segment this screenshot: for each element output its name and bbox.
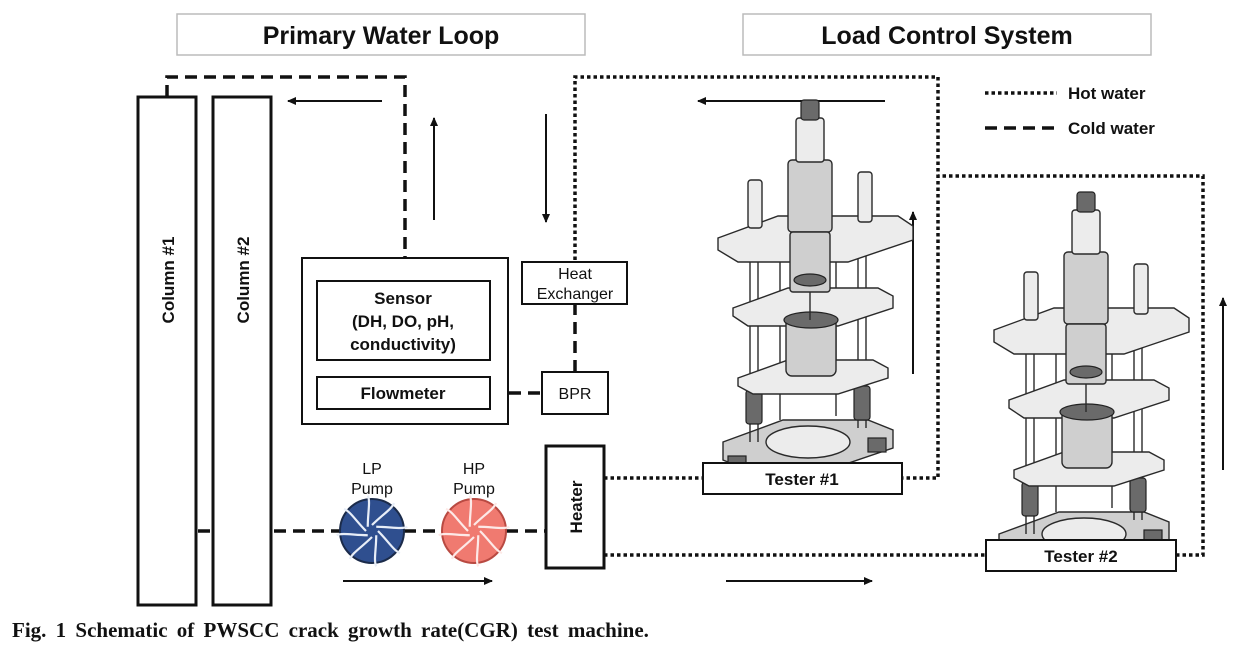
heater-label: Heater [567, 480, 586, 533]
header-load-control-system: Load Control System [742, 13, 1152, 56]
flowmeter-label: Flowmeter [360, 384, 445, 403]
figure-caption: Fig. 1 Schematic of PWSCC crack growth r… [12, 618, 649, 642]
heater: Heater [544, 444, 606, 570]
column-1: Column #1 [136, 95, 198, 607]
bpr: BPR [541, 371, 609, 415]
column-1-label: Column #1 [159, 237, 178, 324]
column-2-label: Column #2 [234, 237, 253, 324]
header-left-text: Primary Water Loop [263, 22, 500, 50]
tester-2-machine-icon [993, 191, 1190, 563]
tester-1-label: Tester #1 [765, 470, 838, 489]
header-primary-water-loop: Primary Water Loop [176, 13, 586, 56]
hp-pump: HP Pump [437, 461, 511, 568]
tester-2-label: Tester #2 [1044, 547, 1117, 566]
lp-pump-line2: Pump [351, 481, 393, 498]
lp-pump-icon [339, 498, 405, 564]
legend-cold-label: Cold water [1068, 119, 1155, 138]
legend: Hot water Cold water [985, 84, 1155, 138]
heat-exchanger-line1: Heat [558, 266, 592, 283]
tester-1-machine-icon [717, 99, 914, 471]
sensor-params: (DH, DO, pH, [352, 312, 454, 331]
bpr-label: BPR [559, 386, 592, 403]
lp-pump-line1: LP [362, 461, 382, 478]
sensor-assembly: Sensor (DH, DO, pH, conductivity) Flowme… [301, 257, 509, 425]
sensor-title: Sensor [374, 289, 432, 308]
tester-2: Tester #2 [985, 539, 1177, 572]
heat-exchanger: Heat Exchanger [521, 261, 628, 305]
tester-1: Tester #1 [702, 462, 903, 495]
hp-pump-icon [441, 498, 507, 564]
flow-arrows [287, 97, 1227, 585]
sensor-conductivity: conductivity) [350, 335, 456, 354]
sensor-box [316, 280, 491, 361]
hot-water-lines [573, 75, 1205, 557]
lp-pump: LP Pump [335, 461, 409, 568]
column-2: Column #2 [211, 95, 273, 607]
hp-pump-line1: HP [463, 461, 485, 478]
legend-hot-label: Hot water [1068, 84, 1146, 103]
hp-pump-line2: Pump [453, 481, 495, 498]
heat-exchanger-line2: Exchanger [537, 286, 614, 303]
flowmeter-box [316, 376, 491, 410]
header-right-text: Load Control System [821, 22, 1072, 50]
